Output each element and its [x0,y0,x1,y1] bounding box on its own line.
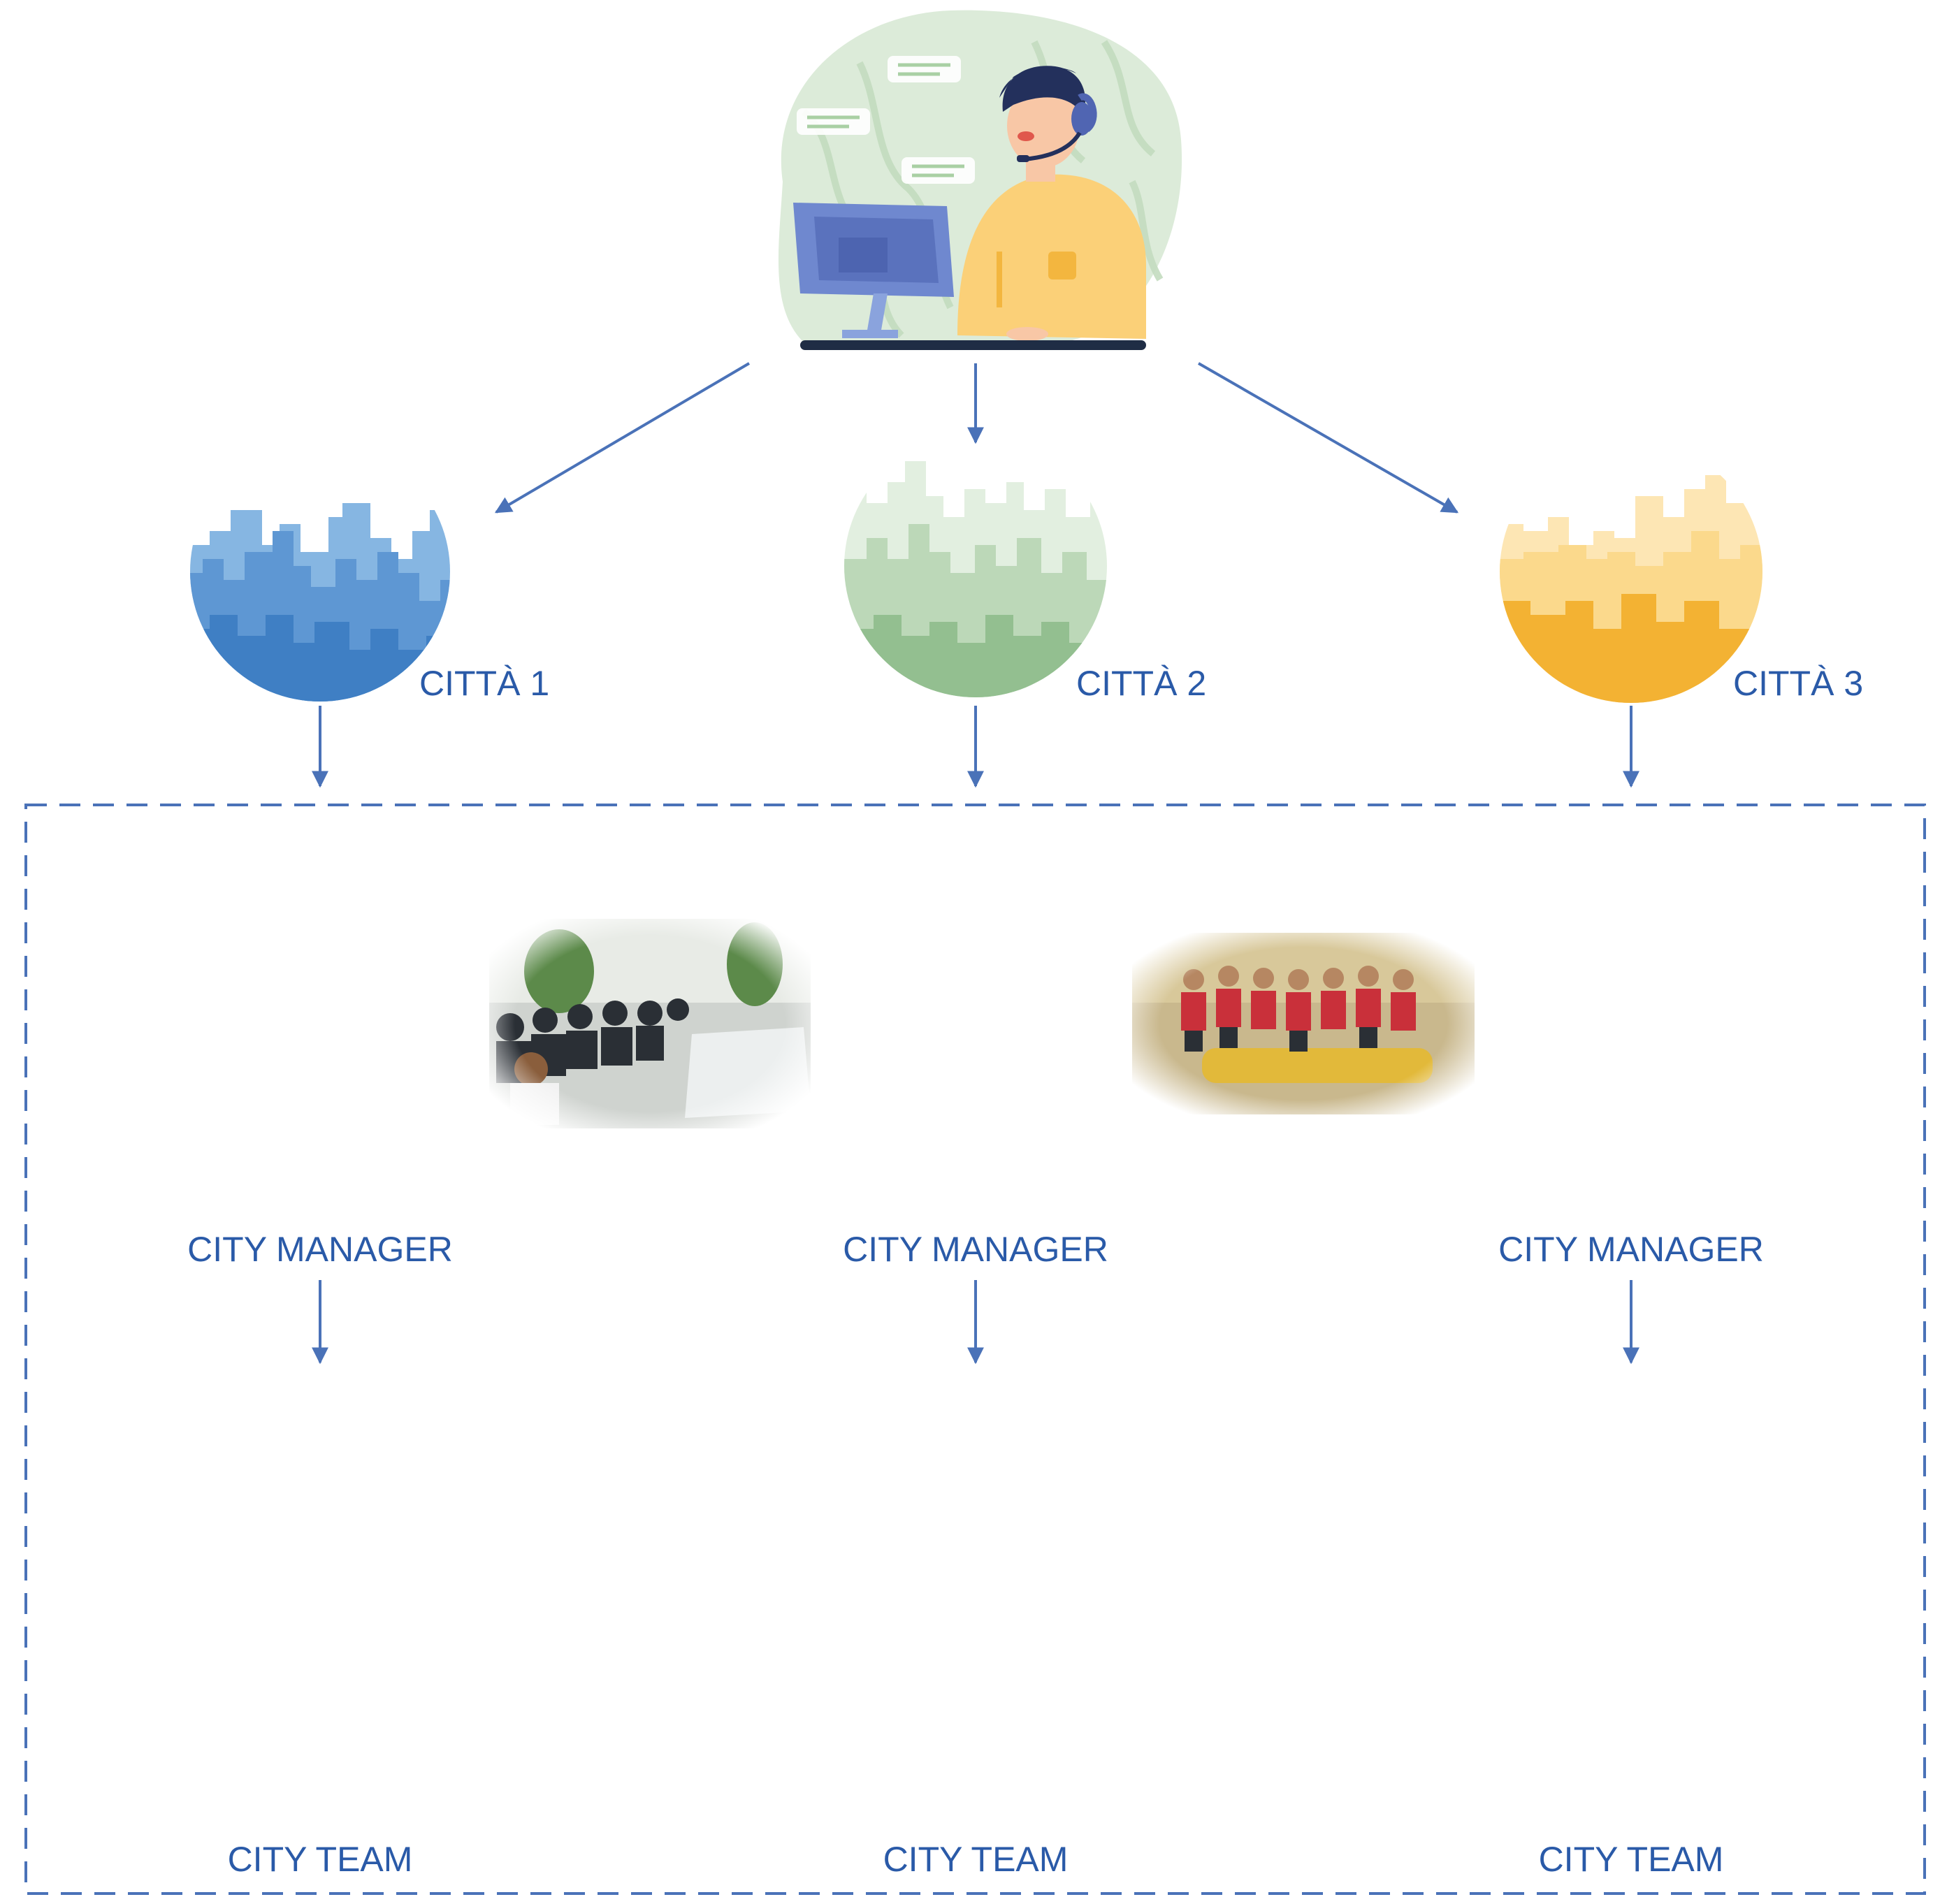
rafting-photo [1132,933,1475,1114]
arrow-to-city-1 [494,362,751,514]
city-1-skyline [190,503,450,702]
city-label-1: CITTÀ 1 [419,664,549,703]
manager-label-3: CITY MANAGER [1498,1230,1764,1269]
team-label-3: CITY TEAM [1539,1840,1724,1879]
city-2-skyline [844,461,1107,697]
arrows-manager-to-team [312,1280,1639,1365]
city-3-skyline [1500,475,1762,703]
city-label-2: CITTÀ 2 [1076,664,1206,703]
meeting-photo [489,919,811,1128]
teams-dashed-border [24,804,1926,1895]
arrows-top [494,362,1459,514]
team-label-2: CITY TEAM [883,1840,1069,1879]
team-label-1: CITY TEAM [228,1840,413,1879]
arrow-to-city-3 [1198,362,1459,514]
city-label-3: CITTÀ 3 [1733,664,1863,703]
arrows-city-to-manager [312,706,1639,788]
manager-label-2: CITY MANAGER [843,1230,1108,1269]
support-operator-icon [778,10,1182,350]
manager-label-1: CITY MANAGER [187,1230,453,1269]
